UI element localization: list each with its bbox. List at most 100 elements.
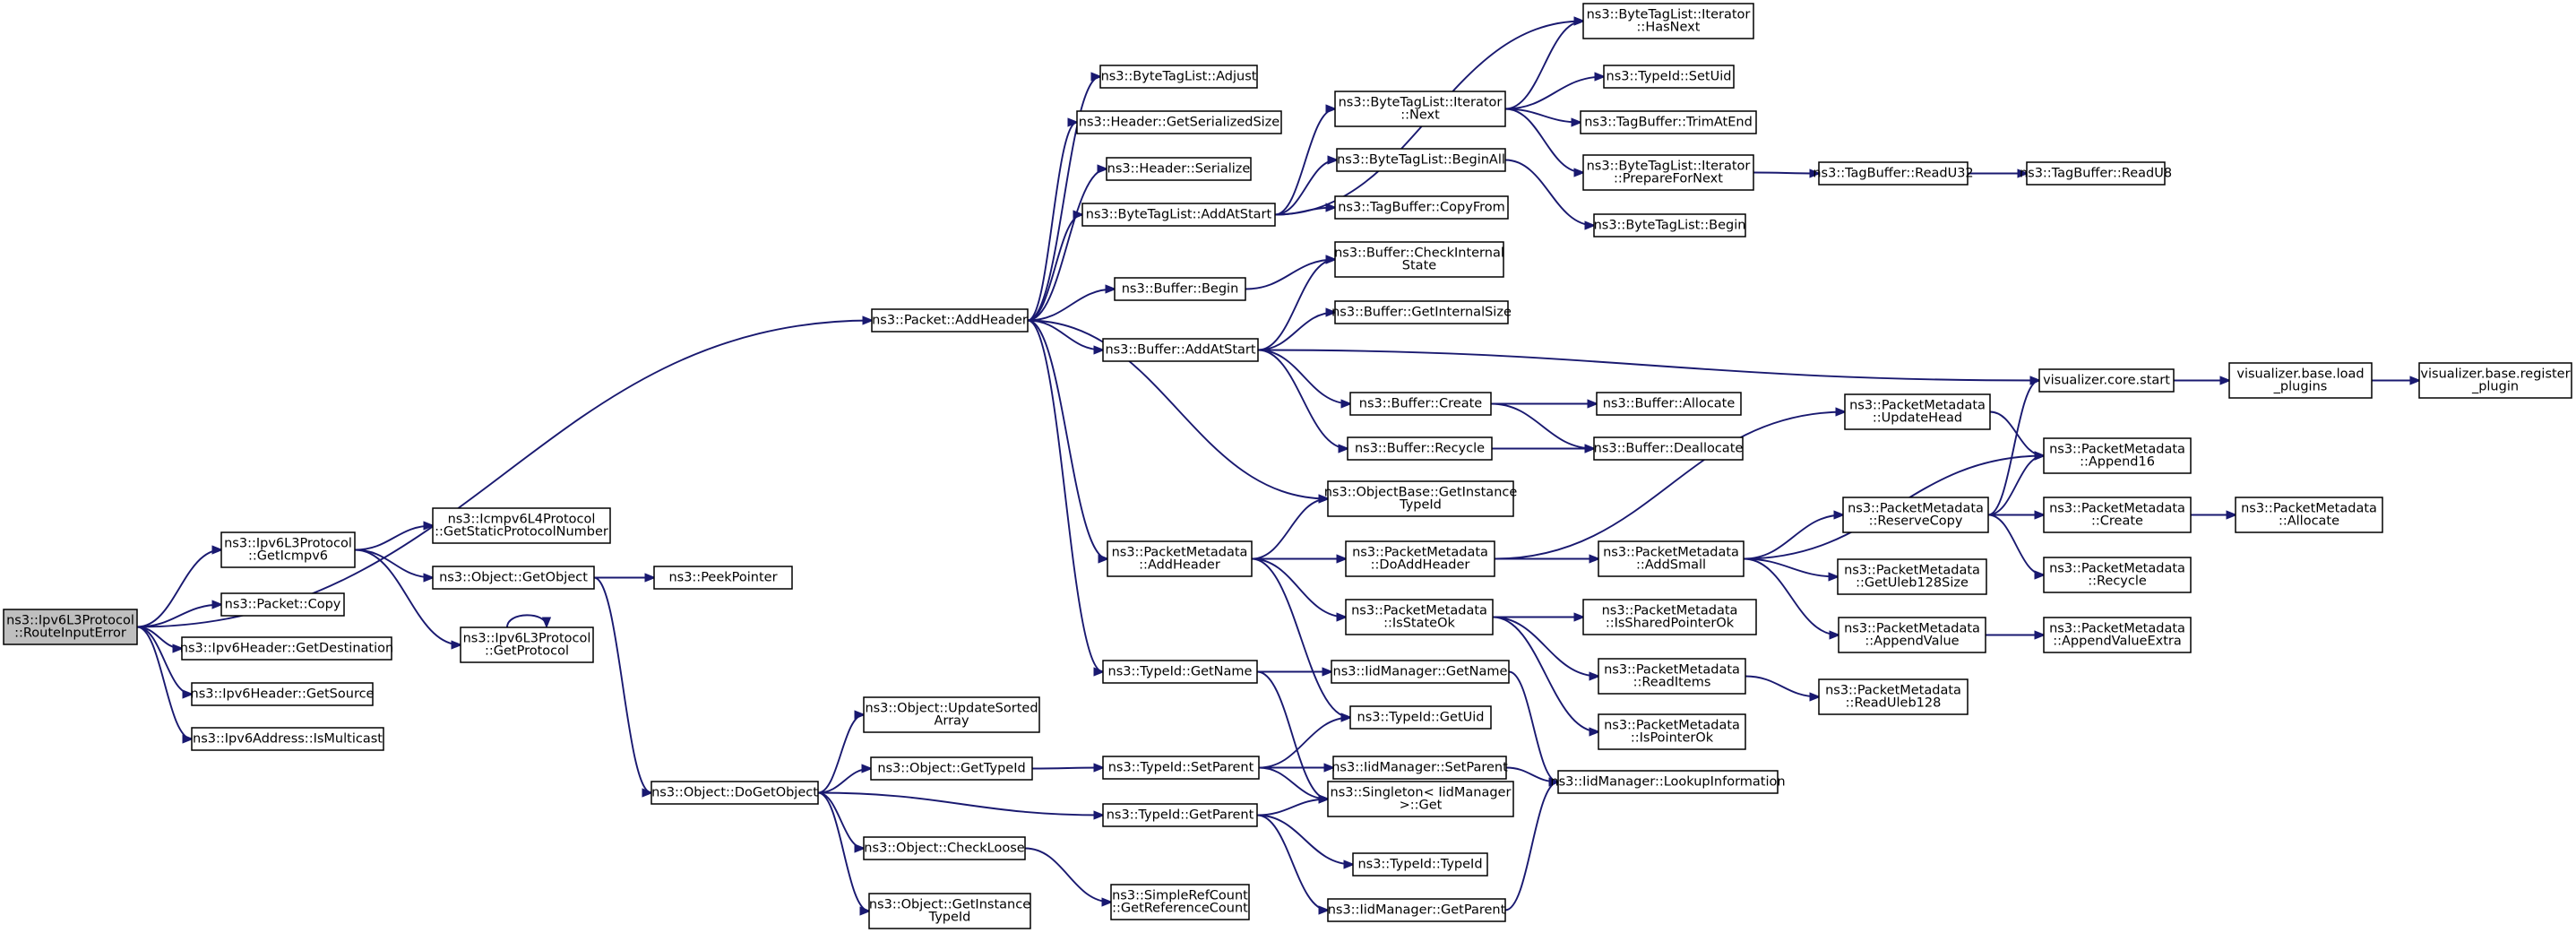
edge-path: [817, 791, 869, 911]
node-ns3-buffer-allocate[interactable]: ns3::Buffer::Allocate: [1596, 392, 1742, 416]
node-ns3-ipv6l3protocol-getprotocol[interactable]: ns3::Ipv6L3Protocol::GetProtocol: [460, 626, 594, 663]
node-ns3-packetmetadata-isstateok[interactable]: ns3::PacketMetadata::IsStateOk: [1345, 599, 1494, 635]
node-ns3-packet-addheader[interactable]: ns3::Packet::AddHeader: [871, 308, 1029, 333]
node-ns3-iidmanager-getname[interactable]: ns3::IidManager::GetName: [1331, 660, 1510, 684]
edge-n36-to-n50: [1494, 412, 1845, 560]
node-ns3-packetmetadata-create[interactable]: ns3::PacketMetadata::Create: [2043, 497, 2192, 533]
node-ns3-tagbuffer-trimatend[interactable]: ns3::TagBuffer::TrimAtEnd: [1580, 110, 1757, 134]
node-ns3-iidmanager-getparent[interactable]: ns3::IidManager::GetParent: [1327, 898, 1506, 922]
node-label-line: ::ReadItems: [1633, 676, 1711, 690]
node-ns3-packetmetadata-readuleb128[interactable]: ns3::PacketMetadata::ReadUleb128: [1818, 678, 1969, 715]
node-ns3-typeid-typeid[interactable]: ns3::TypeId::TypeId: [1352, 852, 1488, 877]
node-visualizer-base-register-plugin[interactable]: visualizer.base.register_plugin: [2418, 362, 2572, 399]
node-ns3-ipv6address-ismulticast[interactable]: ns3::Ipv6Address::IsMulticast: [191, 727, 384, 751]
node-ns3-header-serialize[interactable]: ns3::Header::Serialize: [1106, 157, 1252, 181]
node-ns3-packetmetadata-addheader[interactable]: ns3::PacketMetadata::AddHeader: [1107, 540, 1253, 577]
node-ns3-packetmetadata-appendvalueextra[interactable]: ns3::PacketMetadata::AppendValueExtra: [2043, 617, 2192, 653]
node-box: [1327, 898, 1506, 922]
node-box: [1582, 599, 1757, 635]
node-ns3-bytetaglist-begin[interactable]: ns3::ByteTagList::Begin: [1593, 213, 1746, 238]
node-ns3-typeid-getparent[interactable]: ns3::TypeId::GetParent: [1102, 803, 1258, 827]
node-ns3-packetmetadata-ispointerok[interactable]: ns3::PacketMetadata::IsPointerOk: [1598, 713, 1746, 750]
node-ns3-iidmanager-lookupinformation[interactable]: ns3::IidManager::LookupInformation: [1550, 770, 1786, 794]
node-ns3-packetmetadata-appendvalue[interactable]: ns3::PacketMetadata::AppendValue: [1838, 617, 1986, 653]
node-ns3-packetmetadata-issharedpointerok[interactable]: ns3::PacketMetadata::IsSharedPointerOk: [1582, 599, 1757, 635]
edge-path: [1508, 670, 1558, 782]
node-ns3-object-dogetobject[interactable]: ns3::Object::DoGetObject: [650, 781, 819, 805]
edge-path: [1024, 847, 1111, 903]
node-ns3-packetmetadata-doaddheader[interactable]: ns3::PacketMetadata::DoAddHeader: [1345, 540, 1495, 577]
node-ns3-bytetaglist-iterator-hasnext[interactable]: ns3::ByteTagList::Iterator::HasNext: [1582, 3, 1754, 39]
node-ns3-header-getserializedsize[interactable]: ns3::Header::GetSerializedSize: [1076, 110, 1282, 134]
node-box: [1114, 277, 1246, 301]
node-ns3-buffer-addatstart[interactable]: ns3::Buffer::AddAtStart: [1102, 338, 1259, 362]
node-ns3-bytetaglist-iterator-preparefornext[interactable]: ns3::ByteTagList::Iterator::PrepareForNe…: [1582, 154, 1754, 191]
node-ns3-peekpointer[interactable]: ns3::PeekPointer: [653, 566, 793, 590]
edge-path: [1251, 557, 1350, 718]
node-label-line: ns3::Buffer::Begin: [1122, 282, 1239, 297]
node-ns3-packetmetadata-updatehead[interactable]: ns3::PacketMetadata::UpdateHead: [1844, 393, 1991, 430]
edge-path: [1743, 515, 1843, 560]
node-box: [2043, 437, 2192, 474]
edge-n37-to-n54: [1492, 616, 1598, 732]
node-label-line: ns3::Object::DoGetObject: [651, 786, 818, 800]
edge-path: [1027, 215, 1082, 322]
node-label-line: ns3::PeekPointer: [668, 571, 777, 585]
edge-path: [1987, 514, 2044, 575]
node-ns3-typeid-getname[interactable]: ns3::TypeId::GetName: [1102, 660, 1258, 684]
node-ns3-packet-copy[interactable]: ns3::Packet::Copy: [220, 592, 345, 617]
node-visualizer-core-start[interactable]: visualizer.core.start: [2038, 368, 2175, 393]
node-box: [1336, 148, 1506, 172]
node-ns3-tagbuffer-readu32[interactable]: ns3::TagBuffer::ReadU32: [1813, 161, 1974, 186]
node-ns3-object-checkloose[interactable]: ns3::Object::CheckLoose: [863, 836, 1026, 860]
node-ns3-packetmetadata-append16[interactable]: ns3::PacketMetadata::Append16: [2043, 437, 2192, 474]
edge-n1-to-n20: [1027, 289, 1115, 322]
node-box: [1081, 203, 1276, 227]
node-ns3-singleton-iidmanager-get[interactable]: ns3::Singleton< IidManager >::Get: [1327, 781, 1514, 817]
node-ns3-ipv6l3protocol-routeinputerror[interactable]: ns3::Ipv6L3Protocol::RouteInputError: [3, 609, 138, 645]
node-ns3-typeid-setuid[interactable]: ns3::TypeId::SetUid: [1603, 65, 1735, 89]
node-ns3-bytetaglist-iterator-next[interactable]: ns3::ByteTagList::Iterator::Next: [1334, 91, 1506, 127]
node-ns3-iidmanager-setparent[interactable]: ns3::IidManager::SetParent: [1331, 756, 1508, 780]
node-ns3-buffer-create[interactable]: ns3::Buffer::Create: [1349, 392, 1492, 416]
node-ns3-bytetaglist-adjust[interactable]: ns3::ByteTagList::Adjust: [1099, 65, 1258, 89]
edge-path: [1256, 799, 1328, 816]
node-ns3-typeid-setparent[interactable]: ns3::TypeId::SetParent: [1102, 756, 1260, 780]
node-ns3-object-getobject[interactable]: ns3::Object::GetObject: [432, 566, 595, 590]
node-ns3-object-gettypeid[interactable]: ns3::Object::GetTypeId: [870, 756, 1033, 781]
node-ns3-packetmetadata-readitems[interactable]: ns3::PacketMetadata::ReadItems: [1598, 658, 1746, 695]
edge-path: [1492, 616, 1598, 677]
node-ns3-tagbuffer-readu8[interactable]: ns3::TagBuffer::ReadU8: [2020, 161, 2172, 186]
node-ns3-typeid-getuid[interactable]: ns3::TypeId::GetUid: [1349, 705, 1492, 730]
node-visualizer-base-load-plugins[interactable]: visualizer.base.load_plugins: [2228, 362, 2373, 399]
node-ns3-packetmetadata-reservecopy[interactable]: ns3::PacketMetadata::ReserveCopy: [1842, 497, 1989, 533]
node-label-line: visualizer.core.start: [2043, 374, 2170, 388]
node-label-line: ::IsStateOk: [1383, 617, 1455, 631]
node-ns3-packetmetadata-allocate[interactable]: ns3::PacketMetadata::Allocate: [2235, 497, 2383, 533]
node-ns3-buffer-deallocate[interactable]: ns3::Buffer::Deallocate: [1593, 436, 1744, 461]
node-box: [863, 836, 1026, 860]
node-ns3-icmpv6l4protocol-getstaticprotocolnumber[interactable]: ns3::Icmpv6L4Protocol::GetStaticProtocol…: [432, 507, 611, 544]
node-ns3-ipv6header-getdestination[interactable]: ns3::Ipv6Header::GetDestination: [180, 636, 393, 661]
node-ns3-buffer-recycle[interactable]: ns3::Buffer::Recycle: [1347, 436, 1493, 461]
edge-n21-to-n58: [1257, 349, 2039, 381]
node-ns3-buffer-begin[interactable]: ns3::Buffer::Begin: [1114, 277, 1246, 301]
node-ns3-packetmetadata-getuleb128size[interactable]: ns3::PacketMetadata::GetUleb128Size: [1837, 558, 1987, 595]
node-box: [1345, 599, 1494, 635]
node-ns3-bytetaglist-addatstart[interactable]: ns3::ByteTagList::AddAtStart: [1081, 203, 1276, 227]
node-label-line: ns3::ByteTagList::Adjust: [1101, 70, 1257, 84]
node-box: [1102, 756, 1260, 780]
node-ns3-ipv6header-getsource[interactable]: ns3::Ipv6Header::GetSource: [191, 682, 375, 706]
node-ns3-buffer-getinternalsize[interactable]: ns3::Buffer::GetInternalSize: [1331, 300, 1512, 324]
node-ns3-bytetaglist-beginall[interactable]: ns3::ByteTagList::BeginAll: [1336, 148, 1506, 172]
edge-n28-to-n45: [1504, 108, 1581, 123]
node-ns3-ipv6l3protocol-geticmpv6[interactable]: ns3::Ipv6L3Protocol::GetIcmpv6: [220, 531, 356, 568]
node-ns3-packetmetadata-recycle[interactable]: ns3::PacketMetadata::Recycle: [2043, 557, 2192, 593]
node-ns3-packetmetadata-addsmall[interactable]: ns3::PacketMetadata::AddSmall: [1598, 540, 1745, 577]
node-ns3-simplerefcount-getreferencecount[interactable]: ns3::SimpleRefCount::GetReferenceCount: [1110, 884, 1250, 920]
node-ns3-tagbuffer-copyfrom[interactable]: ns3::TagBuffer::CopyFrom: [1334, 195, 1509, 220]
